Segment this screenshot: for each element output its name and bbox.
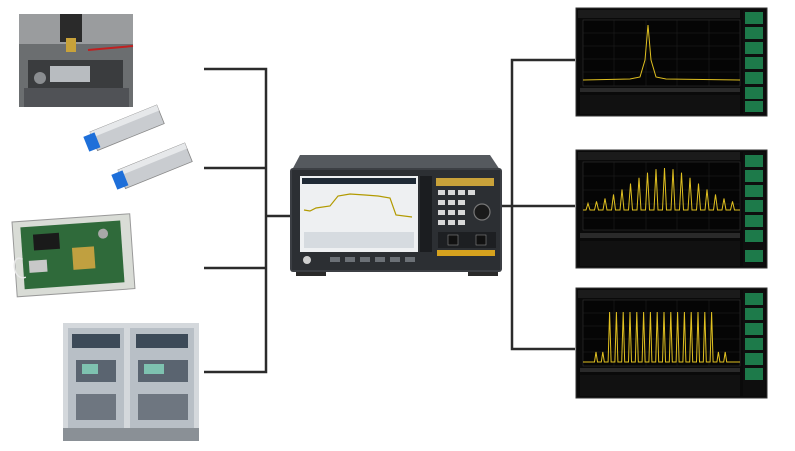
connector-line-out xyxy=(510,58,575,351)
spectrum-single-peak-screen xyxy=(575,7,768,117)
wide-comb-trace xyxy=(583,311,740,363)
left-connectors xyxy=(204,67,292,374)
laser-module-board-photo xyxy=(11,213,136,298)
connector-line-1 xyxy=(204,67,268,374)
sfp-transceiver-modules-photo xyxy=(83,104,193,190)
single-peak-trace xyxy=(582,24,741,81)
fp-comb-trace xyxy=(583,167,740,211)
right-connectors xyxy=(492,58,575,351)
optical-spectrum-analyzer-instrument xyxy=(290,155,502,276)
spectrum-fp-comb-screen xyxy=(575,149,768,269)
test-rack-instruments-photo xyxy=(63,323,199,441)
spectrum-wide-comb-screen xyxy=(575,287,768,399)
probe-station-photo xyxy=(19,14,134,107)
